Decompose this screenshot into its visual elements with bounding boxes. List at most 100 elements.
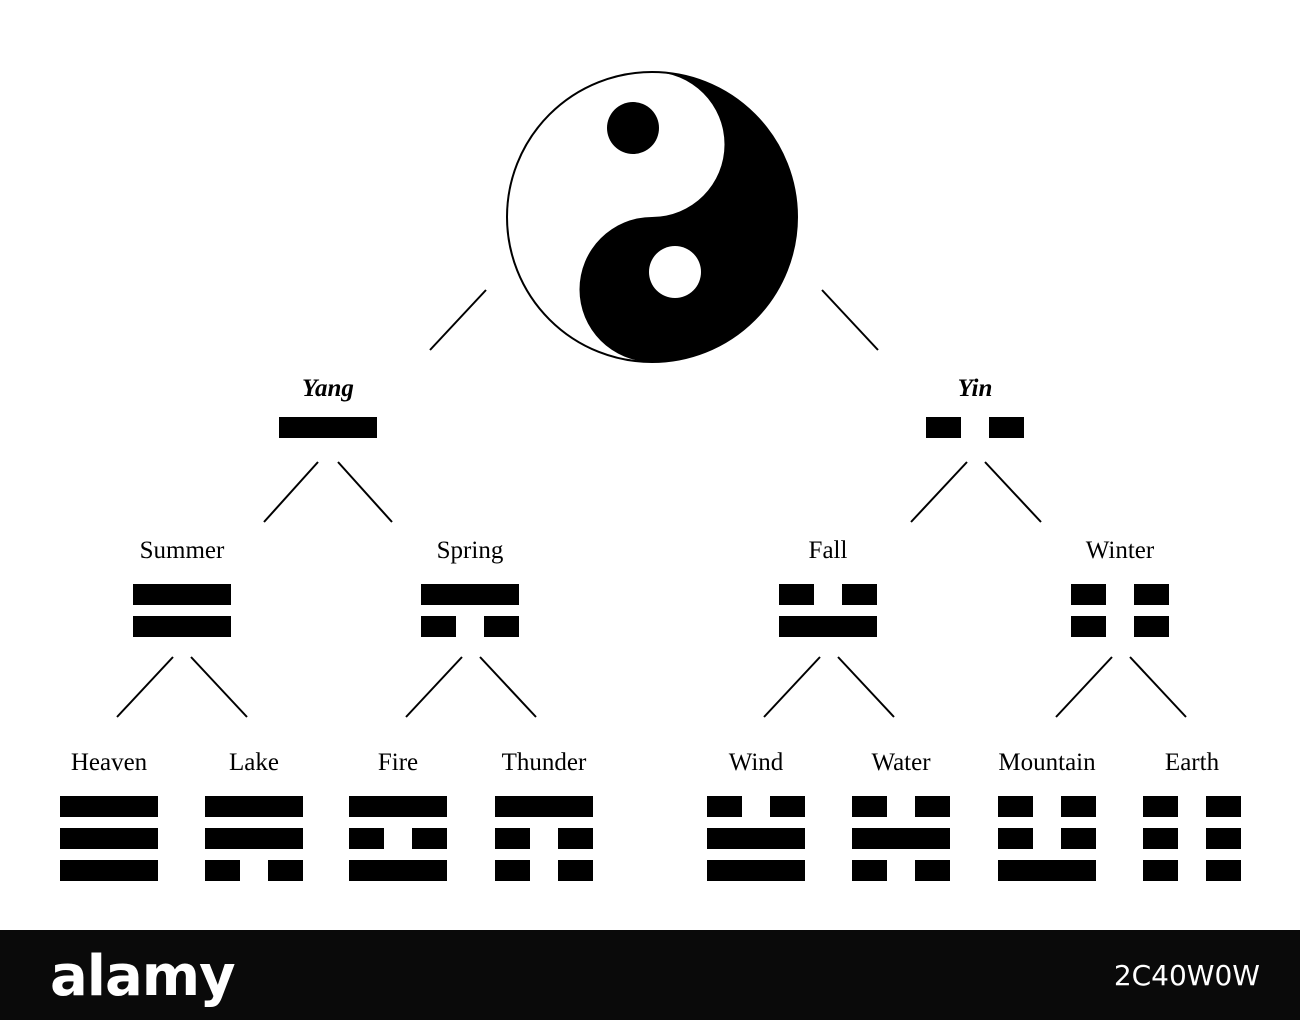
image-id: 2C40W0W xyxy=(1113,959,1260,992)
yin-line-segment xyxy=(852,796,887,817)
yang-line xyxy=(349,796,447,817)
label-fire: Fire xyxy=(377,749,419,776)
yin-line-segment xyxy=(770,796,805,817)
yin-line-segment xyxy=(1143,860,1178,881)
connector-line xyxy=(1055,656,1113,718)
yin-line-segment xyxy=(484,616,519,637)
connector-lines xyxy=(116,289,1187,718)
yang-line xyxy=(707,828,805,849)
mountain-symbol xyxy=(998,796,1096,881)
yin-line-segment xyxy=(842,584,877,605)
yin-line-segment xyxy=(1143,828,1178,849)
yang-line xyxy=(421,584,519,605)
yin-line-segment xyxy=(926,417,961,438)
label-water: Water xyxy=(871,749,931,776)
yin-line-segment xyxy=(1071,616,1106,637)
yin-line-segment xyxy=(915,796,950,817)
heaven-symbol xyxy=(60,796,158,881)
yin-line-segment xyxy=(1134,616,1169,637)
connector-line xyxy=(1129,656,1187,718)
label-lake: Lake xyxy=(229,749,279,776)
label-mountain: Mountain xyxy=(998,749,1096,776)
yin-line-segment xyxy=(1206,828,1241,849)
connector-line xyxy=(821,289,879,351)
yin-line-segment xyxy=(915,860,950,881)
label-spring: Spring xyxy=(436,537,504,564)
yang-line xyxy=(60,860,158,881)
label-wind: Wind xyxy=(728,749,784,776)
yin-line-segment xyxy=(1143,796,1178,817)
yin-yang-icon xyxy=(506,71,798,363)
yang-line xyxy=(495,796,593,817)
yin-line-segment xyxy=(998,796,1033,817)
yin-line-segment xyxy=(495,828,530,849)
yin-line-segment xyxy=(1061,828,1096,849)
yin-line-segment xyxy=(558,860,593,881)
connector-line xyxy=(116,656,174,718)
yang-symbol xyxy=(279,417,377,438)
yin-line-segment xyxy=(1071,584,1106,605)
label-summer: Summer xyxy=(139,537,225,564)
footer-bar: alamy 2C40W0W xyxy=(0,930,1300,1020)
connector-line xyxy=(763,656,821,718)
connector-line xyxy=(479,656,537,718)
label-yin: Yin xyxy=(957,375,993,402)
label-heaven: Heaven xyxy=(70,749,148,776)
yin-line-segment xyxy=(1061,796,1096,817)
label-fall: Fall xyxy=(808,537,848,564)
label-earth: Earth xyxy=(1164,749,1220,776)
connector-line xyxy=(837,656,895,718)
label-winter: Winter xyxy=(1085,537,1155,564)
yin-line-segment xyxy=(421,616,456,637)
yang-line xyxy=(707,860,805,881)
yin-line-segment xyxy=(349,828,384,849)
diagram-canvas xyxy=(60,71,1241,881)
fire-symbol xyxy=(349,796,447,881)
yin-line-segment xyxy=(268,860,303,881)
yang-line xyxy=(205,828,303,849)
connector-line xyxy=(263,461,319,523)
yang-line xyxy=(205,796,303,817)
yin-line-segment xyxy=(412,828,447,849)
yin-line-segment xyxy=(852,860,887,881)
yang-line xyxy=(133,616,231,637)
thunder-symbol xyxy=(495,796,593,881)
spring-symbol xyxy=(421,584,519,637)
yin-line-segment xyxy=(205,860,240,881)
earth-symbol xyxy=(1143,796,1241,881)
yang-line xyxy=(852,828,950,849)
yang-line xyxy=(779,616,877,637)
yang-line xyxy=(60,796,158,817)
yin-line-segment xyxy=(707,796,742,817)
yin-line-segment xyxy=(1134,584,1169,605)
summer-symbol xyxy=(133,584,231,637)
brand-logo: alamy xyxy=(50,944,236,1009)
fall-symbol xyxy=(779,584,877,637)
yin-line-segment xyxy=(989,417,1024,438)
yin-symbol xyxy=(926,417,1024,438)
yang-line xyxy=(60,828,158,849)
connector-line xyxy=(405,656,463,718)
yin-line-segment xyxy=(998,828,1033,849)
yang-line xyxy=(133,584,231,605)
label-thunder: Thunder xyxy=(501,749,587,776)
connector-line xyxy=(429,289,487,351)
yin-line-segment xyxy=(495,860,530,881)
connector-line xyxy=(984,461,1042,523)
wind-symbol xyxy=(707,796,805,881)
yin-line-segment xyxy=(1206,796,1241,817)
yang-line xyxy=(998,860,1096,881)
connector-line xyxy=(910,461,968,523)
lake-symbol xyxy=(205,796,303,881)
yin-line-segment xyxy=(779,584,814,605)
label-yang: Yang xyxy=(302,375,354,402)
yin-line-segment xyxy=(558,828,593,849)
connector-line xyxy=(190,656,248,718)
trigram-symbols xyxy=(60,417,1241,881)
yang-line xyxy=(279,417,377,438)
yang-line xyxy=(349,860,447,881)
yin-line-segment xyxy=(1206,860,1241,881)
water-symbol xyxy=(852,796,950,881)
winter-symbol xyxy=(1071,584,1169,637)
